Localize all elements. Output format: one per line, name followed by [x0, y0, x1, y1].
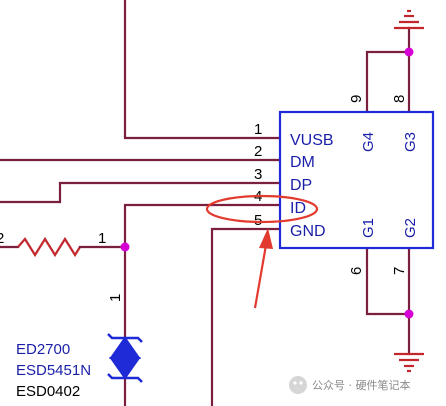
- pin-name-gnd: GND: [290, 223, 326, 240]
- pin-number-5: 5: [254, 212, 262, 229]
- diode-part-label-3: ESD0402: [16, 383, 80, 400]
- resistor-pin-2-label: 2: [0, 230, 4, 247]
- wire-dp: [0, 181, 282, 204]
- diode-part-label-2: ESD5451N: [16, 362, 91, 379]
- resistor: [0, 236, 127, 258]
- junction-dot-bottom: [404, 309, 414, 319]
- diode-part-label-1: ED2700: [16, 341, 70, 358]
- ground-symbol-top: [394, 9, 424, 30]
- pin-number-2: 2: [254, 143, 262, 160]
- pin-number-1: 1: [254, 121, 262, 138]
- esd-diode-symbol: [107, 333, 143, 383]
- wire-gnd: [210, 227, 282, 406]
- highlight-arrow-shaft: [253, 244, 268, 309]
- wire-id: [123, 203, 282, 406]
- pin-number-7: 7: [391, 267, 408, 275]
- junction-dot-top: [404, 47, 414, 57]
- pin-number-3: 3: [254, 166, 262, 183]
- id-pin-highlight-ellipse: [205, 194, 319, 224]
- wire-vusb: [123, 0, 282, 140]
- pin-name-g2: G2: [402, 218, 419, 238]
- pin-name-g4: G4: [360, 132, 377, 152]
- usb-connector-body: [278, 110, 435, 250]
- highlight-arrow-head: [259, 228, 273, 249]
- watermark-text: 公众号 · 硬件笔记本: [312, 378, 411, 392]
- ground-symbol-bottom: [394, 352, 424, 373]
- pin-name-g3: G3: [402, 132, 419, 152]
- pin-name-g1: G1: [360, 218, 377, 238]
- pin-name-dm: DM: [290, 154, 315, 171]
- pin-number-8: 8: [391, 95, 408, 103]
- pin-name-dp: DP: [290, 177, 312, 194]
- watermark: 公众号 · 硬件笔记本: [289, 376, 411, 394]
- junction-dot-id: [120, 242, 130, 252]
- pin-number-6: 6: [348, 267, 365, 275]
- pin-number-9: 9: [348, 95, 365, 103]
- wire-top-pins: [365, 50, 411, 114]
- wire-bottom-pins: [365, 246, 411, 316]
- pin-name-vusb: VUSB: [290, 132, 334, 149]
- pin-name-id: ID: [290, 200, 306, 217]
- resistor-pin-1-label: 1: [98, 230, 106, 247]
- diode-pin-1-label: 1: [107, 294, 124, 302]
